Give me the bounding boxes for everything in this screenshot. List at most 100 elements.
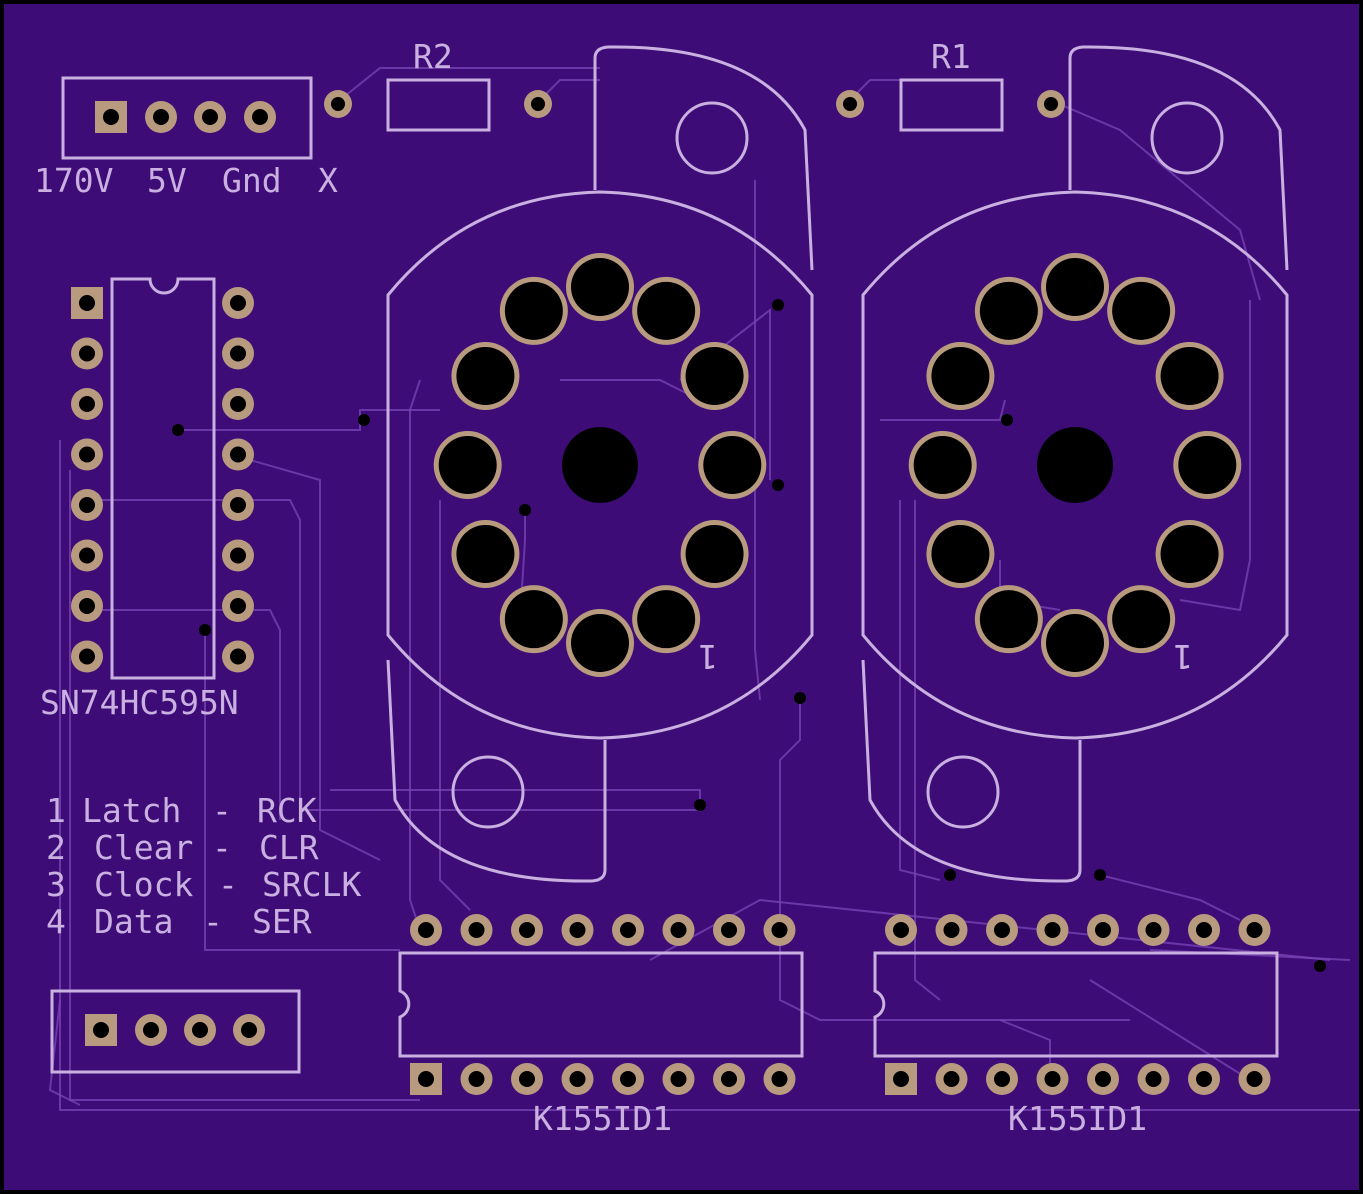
ic-shift-register-pin-15 (222, 337, 254, 370)
driver-left-pin-bottom-1 (410, 1063, 442, 1095)
power-label-gnd: Gnd (222, 161, 282, 200)
legend-num-2: 2 (46, 828, 66, 867)
tube-left-pin-5 (680, 520, 749, 588)
power-label-x: X (318, 161, 338, 200)
power-header-pins (95, 101, 276, 133)
tube-right-pin-4 (1173, 431, 1242, 499)
tube-left-pins (433, 253, 767, 677)
ic-shift-register-pin-7 (71, 590, 103, 622)
tube-left-pin-8 (499, 585, 568, 654)
ic-driver-left-label: K155ID1 (533, 1099, 672, 1138)
driver-left-pin-bottom-6 (662, 1063, 695, 1095)
tube-left-pin-2 (632, 276, 701, 345)
tube-left-pin-1 (566, 253, 634, 321)
legend-name-2: Clear (94, 828, 193, 867)
ic-shift-register-pin-6 (71, 539, 103, 572)
ic-driver-left: K155ID1 (398, 914, 804, 1138)
tube-right-pin-3 (1155, 342, 1224, 410)
tube-right-pin-11 (926, 342, 995, 410)
tube-right-center-hole (1037, 427, 1113, 503)
driver-left-pin-top-8 (763, 914, 796, 946)
driver-right-body (873, 951, 1279, 1058)
driver-left-pin-bottom-4 (561, 1063, 594, 1095)
power-label-170v: 170V (34, 161, 113, 200)
legend-num-1: 1 (46, 791, 66, 830)
ic-shift-register-pin-9 (222, 640, 254, 673)
driver-right-pin-top-4 (1036, 914, 1069, 946)
driver-right-pin-bottom-4 (1036, 1063, 1069, 1095)
driver-right-pin-bottom-7 (1188, 1063, 1220, 1095)
driver-right-pin-top-7 (1188, 914, 1220, 946)
vias (172, 299, 1326, 972)
driver-right-pin-top-2 (935, 914, 968, 946)
driver-right-pin-bottom-6 (1137, 1063, 1170, 1095)
ic-shift-register: SN74HC595N (40, 277, 254, 722)
driver-right-pin-top-5 (1087, 914, 1119, 946)
tube-right-pin-12 (974, 276, 1043, 345)
driver-left-pin-bottom-5 (612, 1063, 644, 1095)
driver-right-pin-top-8 (1238, 914, 1271, 946)
tube-left-pin-11 (451, 342, 520, 410)
driver-left-pin-top-7 (713, 914, 745, 946)
tube-left-center-hole (562, 427, 638, 503)
signal-pin-2 (135, 1014, 167, 1046)
signal-pin-4 (233, 1014, 265, 1046)
ic-shift-register-pin-2 (71, 337, 103, 370)
ic-shift-register-pin-3 (71, 388, 103, 420)
driver-right-pin-bottom-3 (986, 1063, 1018, 1095)
legend-dash-1: - (212, 791, 232, 830)
driver-right-pin-top-3 (986, 914, 1018, 946)
power-pin-4 (244, 101, 276, 133)
driver-left-pin-bottom-8 (763, 1063, 796, 1095)
tube-right-pin-10 (908, 431, 977, 499)
legend-dash-2: - (212, 828, 232, 867)
driver-left-pin-top-5 (612, 914, 644, 946)
power-pin-1 (95, 101, 127, 133)
ic-shift-register-pin-5 (71, 489, 103, 521)
driver-left-pin-top-4 (561, 914, 594, 946)
driver-right-pin-bottom-1 (885, 1063, 917, 1095)
nixie-tube-socket-left: 1 (386, 45, 814, 883)
tube-right-pin-8 (974, 585, 1043, 654)
tube-left-pin-10 (433, 431, 502, 499)
legend-signal-4: SER (252, 902, 312, 941)
tube-left-pin-9 (451, 520, 520, 588)
legend-name-1: Latch (82, 791, 181, 830)
legend-dash-3: - (218, 865, 238, 904)
resistor-r1: R1 (836, 37, 1065, 132)
driver-right-pin-bottom-8 (1238, 1063, 1271, 1095)
ic-shift-register-pins (71, 287, 254, 673)
signal-pin-1 (85, 1014, 117, 1046)
r1-label: R1 (931, 37, 971, 76)
driver-left-pin-top-3 (511, 914, 543, 946)
ic-shift-register-label: SN74HC595N (40, 683, 239, 722)
tube-left-pin-4 (698, 431, 767, 499)
driver-left-pin-top-2 (460, 914, 493, 946)
legend-num-3: 3 (46, 865, 66, 904)
ic-shift-register-pin-11 (222, 539, 254, 572)
driver-right-pin-top-1 (885, 914, 917, 946)
ic-shift-register-pin-14 (222, 388, 254, 420)
tube-right-pin-5 (1155, 520, 1224, 588)
power-header-labels: 170V 5V Gnd X (34, 161, 338, 200)
nixie-tube-socket-right: 1 (861, 45, 1289, 883)
driver-left-pin-bottom-7 (713, 1063, 745, 1095)
ic-shift-register-pin-4 (71, 438, 103, 471)
power-label-5v: 5V (147, 161, 187, 200)
legend-signal-3: SRCLK (262, 865, 361, 904)
driver-right-pin-bottom-2 (935, 1063, 968, 1095)
tube-right-pin-9 (926, 520, 995, 588)
tube-right-outline (861, 45, 1289, 883)
tube-right-pin-2 (1107, 276, 1176, 345)
signal-header (50, 989, 301, 1074)
legend-dash-4: - (203, 902, 223, 941)
ic-shift-register-pin-13 (222, 438, 254, 471)
legend-name-4: Data (94, 902, 173, 941)
tube-right-pin-1 (1041, 253, 1109, 321)
